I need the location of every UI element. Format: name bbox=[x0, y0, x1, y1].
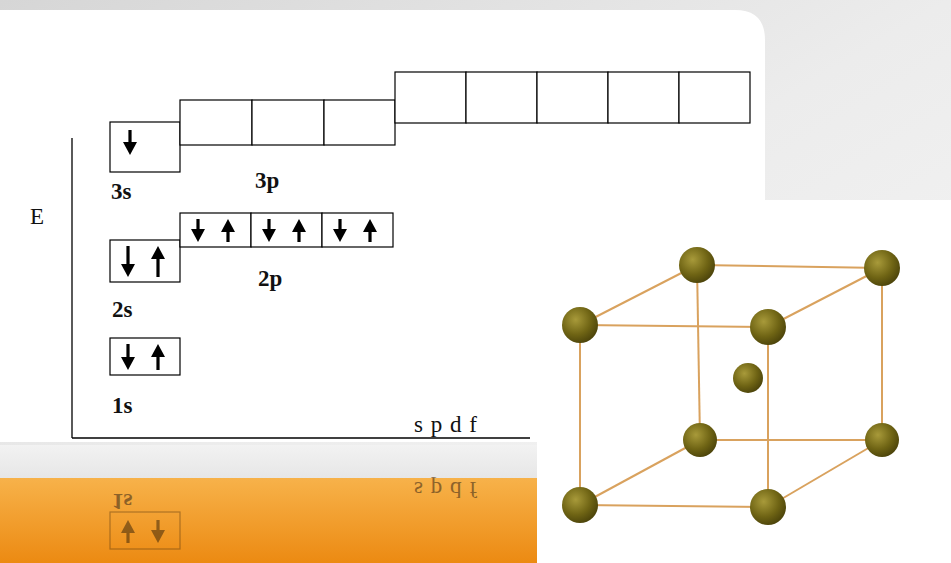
orbital-label: 3s bbox=[111, 180, 131, 203]
orbital-label: 2p bbox=[258, 267, 282, 290]
orbital-label: 3p bbox=[255, 169, 279, 192]
spin-arrow bbox=[121, 520, 135, 543]
reflection-text: 1s bbox=[112, 490, 132, 513]
orange-bar bbox=[0, 478, 540, 563]
reflected-box bbox=[110, 512, 180, 549]
spin-arrow bbox=[151, 520, 165, 543]
subshell-axis-label: s p d f bbox=[414, 413, 478, 436]
energy-axes bbox=[72, 138, 530, 438]
spin-arrow bbox=[121, 246, 135, 277]
spin-arrow bbox=[221, 219, 235, 242]
spin-arrow bbox=[123, 130, 137, 155]
spin-arrow bbox=[292, 219, 306, 242]
cube-edges bbox=[580, 265, 882, 507]
spin-arrow bbox=[151, 344, 165, 370]
cube-panel bbox=[537, 200, 951, 563]
orbital-label: 1s bbox=[112, 394, 132, 417]
spin-arrow bbox=[121, 344, 135, 370]
spin-arrow bbox=[262, 219, 276, 242]
cube-atoms bbox=[562, 247, 900, 525]
spin-arrow bbox=[151, 246, 165, 277]
orbital-label: 2s bbox=[112, 298, 132, 321]
spin-arrow bbox=[363, 219, 377, 242]
spin-arrow bbox=[333, 219, 347, 242]
axis-label: E bbox=[30, 205, 44, 228]
electron-spins bbox=[121, 130, 377, 543]
spin-arrow bbox=[191, 219, 205, 242]
reflection-text: s p d f bbox=[414, 478, 478, 501]
